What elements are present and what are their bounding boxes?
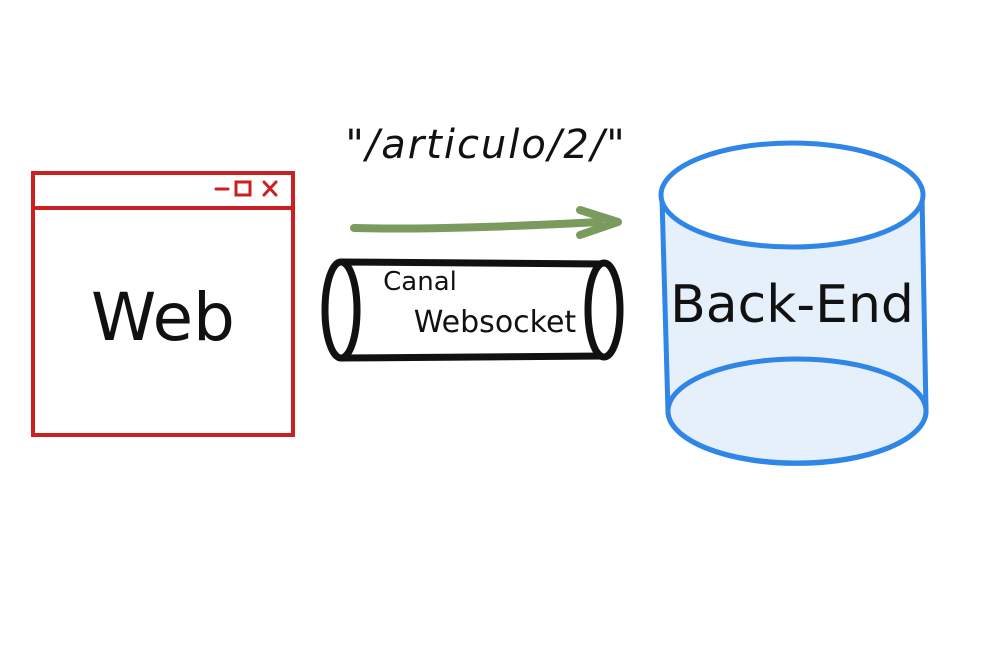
web-window-frame (31, 171, 295, 437)
channel-label-line2: Websocket (414, 305, 577, 340)
backend-database: Back-End (658, 140, 929, 466)
channel-label-line1: Canal (383, 267, 457, 297)
websocket-channel: Canal Websocket (321, 258, 624, 362)
maximize-icon (234, 180, 252, 197)
request-arrow-head (576, 206, 622, 239)
message-label: "/articulo/2/" (345, 122, 626, 168)
request-arrow-shaft (350, 218, 604, 233)
backend-top (658, 140, 926, 250)
close-icon (262, 180, 278, 197)
request-arrow (350, 206, 622, 239)
backend-bottom-rim (665, 356, 929, 466)
backend-label: Back-End (670, 275, 914, 335)
web-label: Web (91, 279, 235, 356)
web-window: Web (31, 171, 295, 437)
channel-right-end (584, 259, 624, 361)
channel-body (337, 258, 608, 362)
channel-left-end (321, 258, 361, 362)
